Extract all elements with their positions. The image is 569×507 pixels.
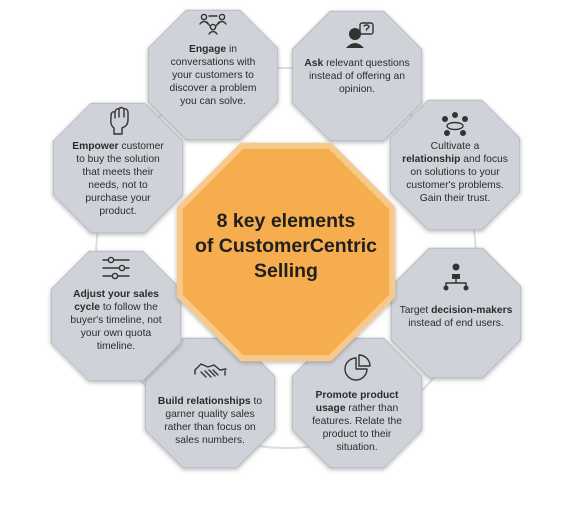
sliders-icon [102, 256, 130, 280]
octagon-shape [389, 99, 521, 231]
center-octagon [176, 142, 396, 362]
hierarchy-icon [443, 263, 469, 291]
handshake-icon [194, 363, 227, 378]
person-question-icon [346, 22, 374, 48]
octagon-shape [52, 102, 184, 234]
octagon-shape [50, 250, 182, 382]
pie-chart-icon [344, 354, 371, 381]
team-meeting-icon [442, 112, 468, 136]
octagon-shape [147, 9, 279, 141]
center-title-line: Selling [254, 260, 318, 282]
raised-fist-icon [110, 106, 129, 135]
octagon-shape [291, 337, 423, 469]
center-title-line: 8 key elements [217, 210, 356, 232]
people-network-icon [199, 13, 227, 35]
center-title-line: of CustomerCentric [195, 235, 377, 257]
octagon-shape [291, 10, 423, 142]
